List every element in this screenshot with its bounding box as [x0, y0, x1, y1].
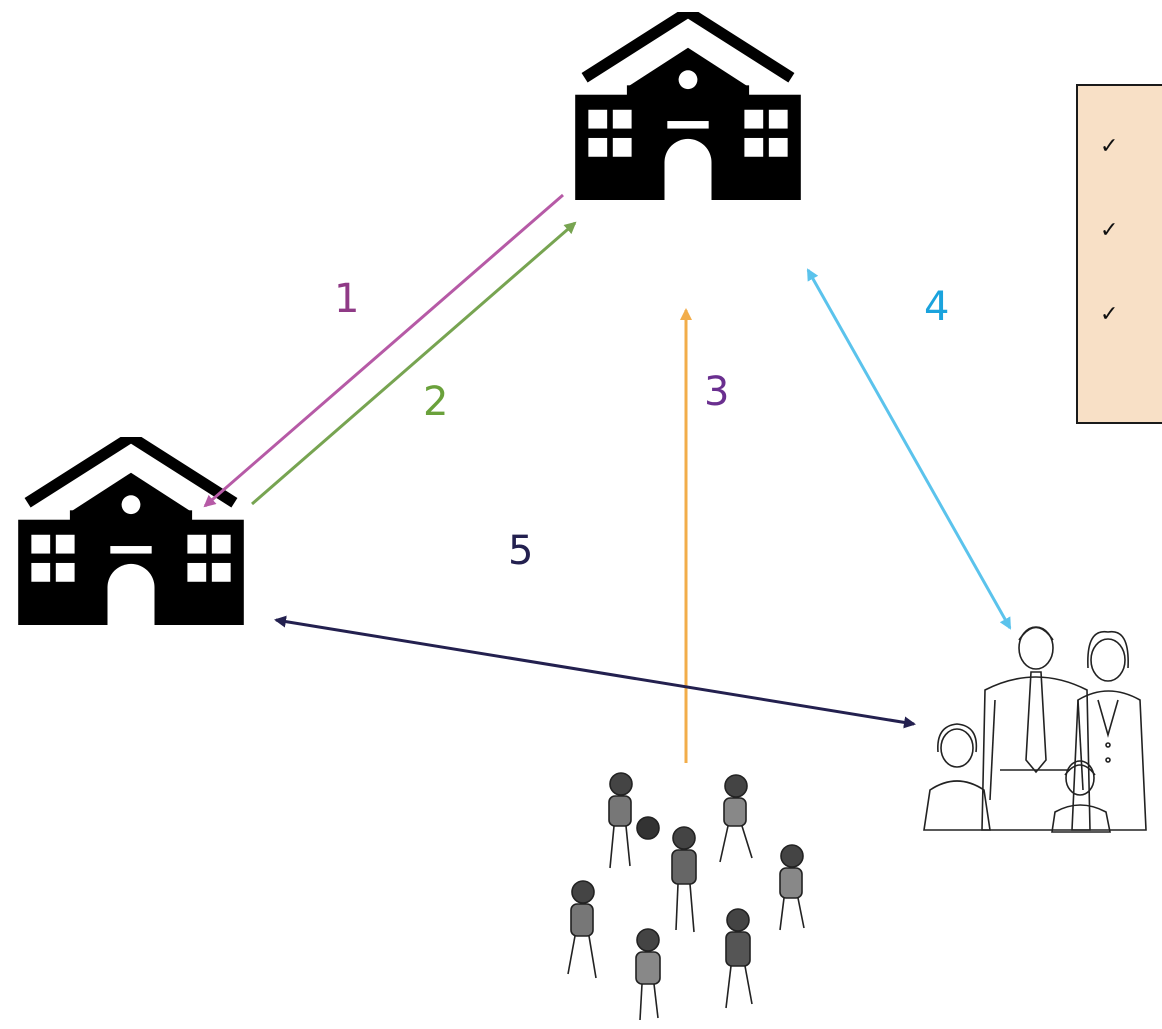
- label-3: 3: [704, 369, 729, 415]
- arrow-2: [251, 221, 577, 506]
- children-playing-illustration: [567, 772, 805, 1021]
- family-illustration: [923, 626, 1147, 833]
- check-icon: ✓: [1100, 302, 1119, 327]
- label-1: 1: [334, 276, 359, 322]
- school-building-icon: [575, 12, 801, 200]
- arrow-1: [203, 193, 564, 508]
- school-building-icon: [18, 437, 244, 625]
- check-icon: ✓: [1100, 218, 1119, 243]
- legend-panel: ✓ ✓ ✓: [1076, 84, 1162, 424]
- arrow-5: [274, 615, 916, 729]
- arrow-4: [806, 268, 1012, 630]
- label-5: 5: [508, 528, 533, 574]
- label-2: 2: [423, 379, 448, 425]
- label-4: 4: [924, 284, 949, 330]
- check-icon: ✓: [1100, 134, 1119, 159]
